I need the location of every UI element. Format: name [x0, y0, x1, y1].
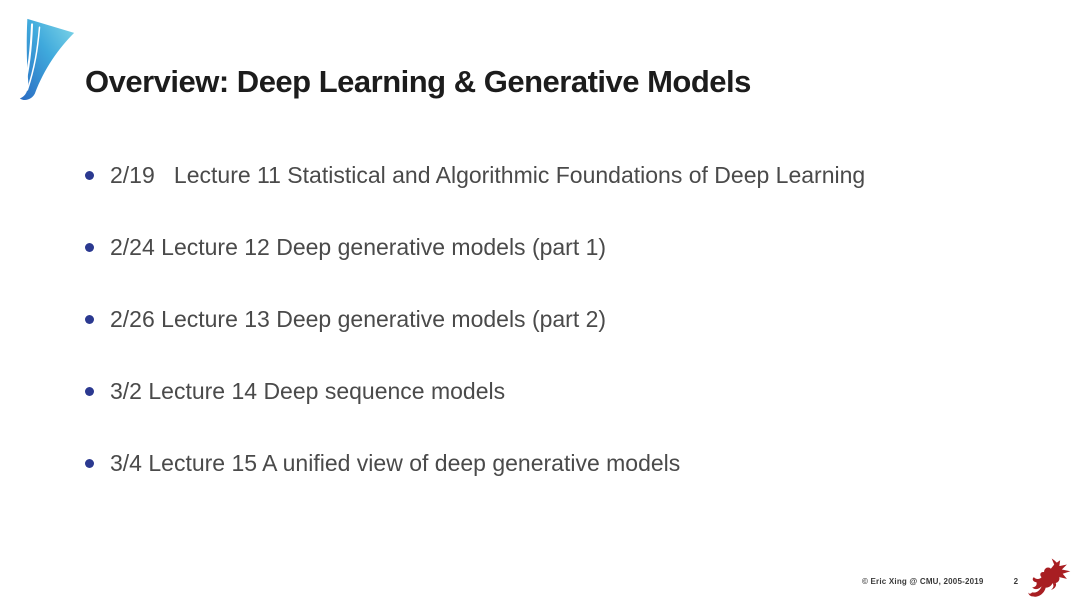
sail-logo-icon — [19, 18, 75, 101]
lecture-list-item: 2/24 Lecture 12 Deep generative models (… — [85, 232, 865, 262]
slide-footer: © Eric Xing @ CMU, 2005-2019 2 — [862, 577, 1018, 586]
lecture-item-text: 3/4 Lecture 15 A unified view of deep ge… — [110, 450, 681, 476]
lecture-list: 2/19 Lecture 11 Statistical and Algorith… — [85, 160, 865, 520]
lecture-item-text: 2/19 Lecture 11 Statistical and Algorith… — [110, 162, 866, 188]
bullet-dot-icon — [85, 243, 94, 252]
bullet-dot-icon — [85, 171, 94, 180]
lecture-item-text: 2/26 Lecture 13 Deep generative models (… — [110, 306, 607, 332]
slide-title: Overview: Deep Learning & Generative Mod… — [85, 64, 751, 99]
lecture-list-item: 3/4 Lecture 15 A unified view of deep ge… — [85, 448, 865, 478]
bullet-dot-icon — [85, 387, 94, 396]
lecture-item-text: 2/24 Lecture 12 Deep generative models (… — [110, 234, 607, 260]
bullet-dot-icon — [85, 459, 94, 468]
lecture-list-item: 2/19 Lecture 11 Statistical and Algorith… — [85, 160, 865, 190]
lecture-list-item: 2/26 Lecture 13 Deep generative models (… — [85, 304, 865, 334]
lecture-item-text: 3/2 Lecture 14 Deep sequence models — [110, 378, 506, 404]
dragon-logo-icon — [1028, 558, 1071, 597]
copyright-text: © Eric Xing @ CMU, 2005-2019 — [862, 577, 984, 586]
lecture-list-item: 3/2 Lecture 14 Deep sequence models — [85, 376, 865, 406]
page-number: 2 — [1013, 577, 1019, 586]
bullet-dot-icon — [85, 315, 94, 324]
